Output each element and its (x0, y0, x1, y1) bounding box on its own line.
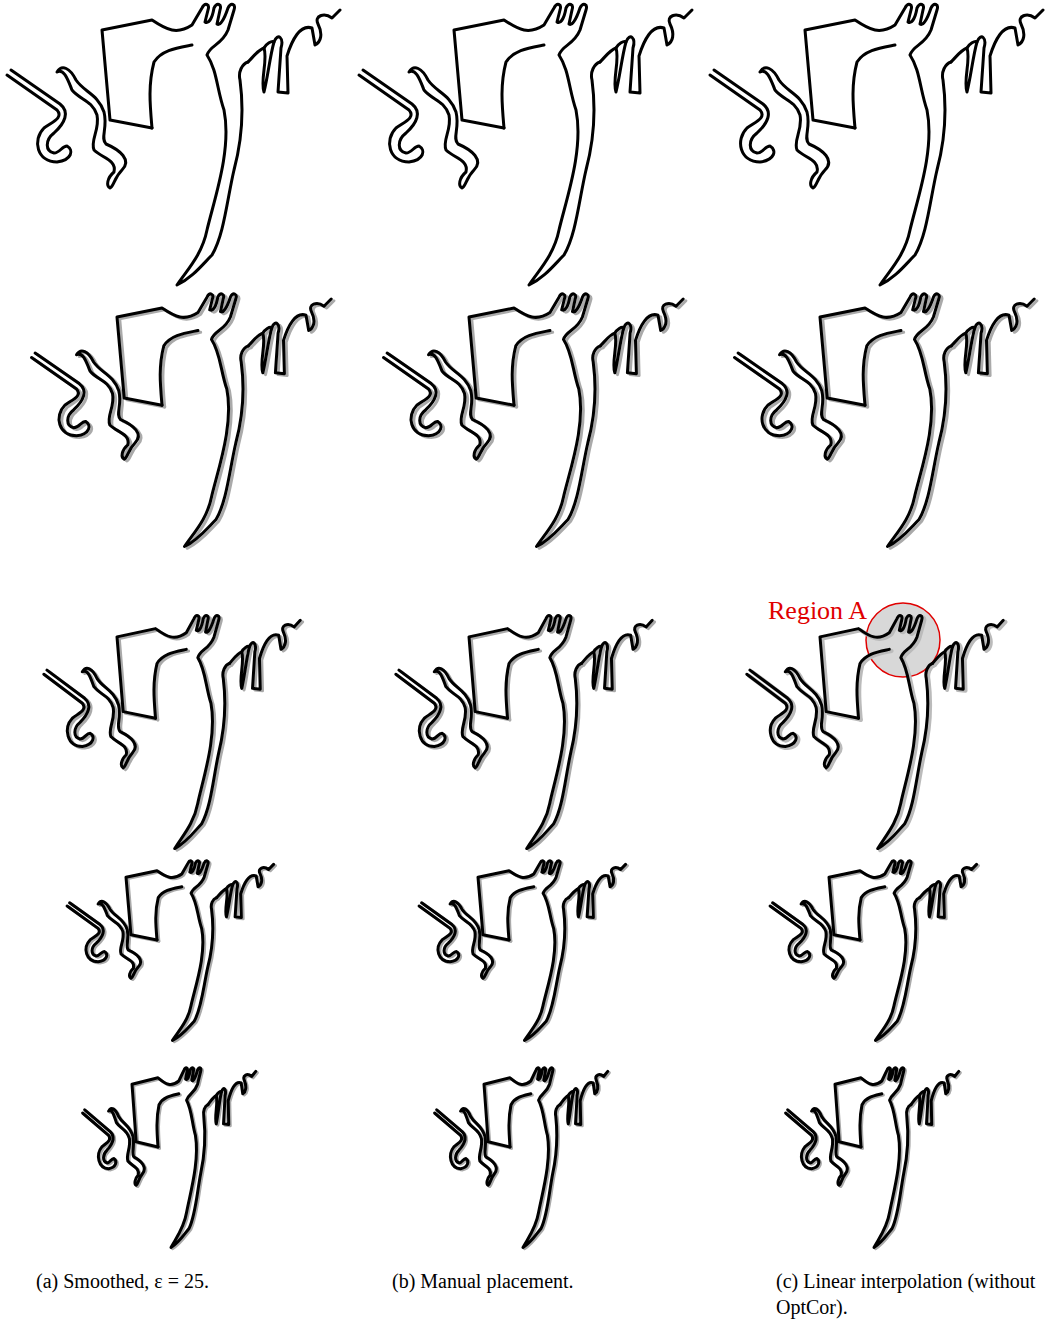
subfigure-caption: (c) Linear interpolation (without OptCor… (776, 1268, 1048, 1320)
subfigure-caption: (b) Manual placement. (392, 1268, 692, 1294)
subfigure-caption: (a) Smoothed, ε = 25. (36, 1268, 336, 1294)
region-label: Region A (768, 596, 867, 626)
curve-grid (7, 4, 1043, 1248)
